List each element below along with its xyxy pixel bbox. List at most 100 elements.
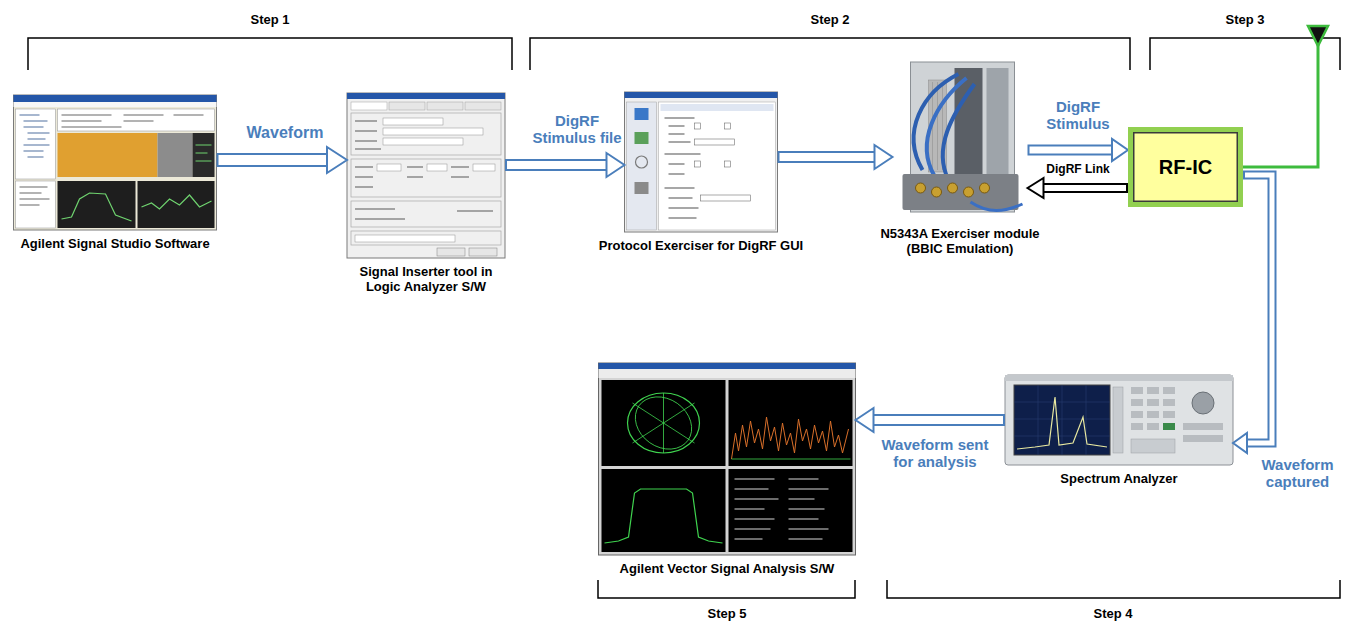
software-screenshot-part — [58, 133, 158, 177]
dialog-screenshot — [347, 93, 505, 258]
gui-screenshot-part — [701, 195, 751, 201]
analysis-screenshot-part — [599, 363, 856, 369]
software-screenshot-part — [20, 115, 50, 157]
picture-area — [599, 363, 856, 555]
dialog-screenshot-part — [351, 102, 387, 110]
picture-area — [347, 93, 505, 258]
arrow-head — [875, 145, 893, 169]
exerciser-module-photo-part — [932, 187, 942, 197]
arrow-shaft-fill — [1245, 175, 1272, 443]
arrow-label: DigRF Stimulus — [1033, 98, 1123, 132]
arrow-shaft-fill — [507, 161, 607, 169]
analysis-screenshot-part — [599, 369, 856, 378]
gui-screenshot-part — [695, 139, 735, 145]
block-arrow — [505, 153, 625, 177]
step-label: Step 4 — [1093, 606, 1132, 621]
picture-area — [893, 62, 1028, 220]
gui-screenshot-part — [661, 104, 774, 111]
spectrum-analyzer-picture-part — [1014, 385, 1110, 455]
block-arrow — [1233, 175, 1272, 453]
software-screenshot-part — [14, 102, 217, 107]
analysis-screenshot-part — [732, 459, 851, 460]
exerciser-module-photo-part — [927, 78, 967, 176]
arrow-shaft — [874, 414, 1006, 426]
analysis-screenshot-part — [625, 386, 702, 460]
spectrum-analyzer-picture-part — [1131, 387, 1143, 394]
gui-screenshot-part — [635, 132, 649, 144]
arrow-label: Waveform — [230, 124, 340, 142]
analysis-screenshot-part — [602, 469, 726, 552]
picture-area — [14, 95, 217, 230]
gui-screenshot-part — [665, 118, 701, 218]
spectrum-analyzer-picture-part — [1163, 399, 1175, 406]
spectrum-analyzer-picture-part — [1005, 375, 1233, 381]
arrow-shaft-fill — [874, 416, 1004, 424]
spectrum-analyzer-picture-part — [1163, 411, 1175, 418]
dialog-screenshot-part — [465, 102, 501, 110]
arrow-head — [1233, 433, 1247, 453]
dialog-screenshot-part — [355, 235, 455, 242]
dialog-screenshot-part — [383, 128, 483, 135]
software-screenshot — [14, 95, 217, 230]
chip-box: RF-IC — [1128, 127, 1243, 207]
arrow-shaft — [1044, 183, 1129, 193]
analysis-screenshot-part — [628, 393, 700, 453]
dialog-screenshot-part — [351, 201, 501, 227]
software-node: Signal Inserter tool in Logic Analyzer S… — [347, 93, 505, 294]
caption: Agilent Vector Signal Analysis S/W — [596, 561, 858, 576]
caption: Spectrum Analyzer — [1039, 471, 1199, 486]
chip-label: RF-IC — [1159, 155, 1212, 179]
picture-area — [1005, 375, 1233, 465]
exerciser-module-photo-part — [987, 68, 1009, 178]
spectrum-analyzer-picture-part — [1147, 399, 1159, 406]
spectrum-analyzer-picture-part — [1014, 385, 1110, 455]
arrow-head — [607, 153, 625, 177]
arrow-label: Waveform captured — [1250, 456, 1345, 490]
dialog-screenshot-part — [347, 93, 505, 258]
gui-screenshot-part — [625, 92, 778, 232]
spectrum-analyzer-picture-part — [1147, 411, 1159, 418]
arrow-shaft-fill — [219, 155, 328, 165]
arrow-shaft — [505, 159, 607, 171]
antenna-symbol-part — [1243, 44, 1318, 167]
caption: Agilent Signal Studio Software — [5, 236, 225, 251]
gui-screenshot-part — [695, 161, 701, 167]
exerciser-module-photo-part — [964, 187, 974, 197]
gui-screenshot-part — [625, 92, 778, 98]
dialog-screenshot-part — [437, 248, 465, 256]
gui-screenshot-part — [659, 102, 776, 230]
block-arrow — [856, 408, 1006, 432]
arrow-shaft — [1243, 175, 1272, 443]
dialog-screenshot-part — [355, 167, 469, 187]
software-screenshot-part — [62, 193, 132, 221]
arrow-shaft — [217, 153, 328, 167]
step-bracket — [28, 38, 1340, 598]
dialog-screenshot-part — [351, 159, 501, 197]
dialog-screenshot-part — [347, 93, 505, 99]
block-arrow — [778, 145, 893, 169]
arrow-label: Waveform sent for analysis — [870, 436, 1000, 470]
antenna-symbol — [1243, 26, 1328, 167]
software-screenshot-part — [14, 95, 217, 230]
spectrum-analyzer-picture-part — [1113, 387, 1123, 453]
spectrum-analyzer-picture-part — [1183, 435, 1223, 442]
arrow-label: DigRF Stimulus file — [527, 112, 627, 146]
gui-screenshot-part — [635, 182, 649, 194]
gui-screenshot — [625, 92, 778, 232]
software-screenshot-part — [193, 133, 215, 177]
spectrum-analyzer-picture-part — [1192, 392, 1214, 414]
software-node: Agilent Signal Studio Software — [5, 95, 225, 251]
analysis-screenshot-part — [633, 393, 695, 453]
arrow-head — [327, 147, 347, 173]
antenna-symbol-part — [1308, 26, 1328, 46]
dialog-screenshot-part — [377, 164, 401, 171]
spectrum-analyzer-picture-part — [1147, 423, 1159, 430]
step-label: Step 2 — [810, 12, 849, 27]
software-node: Protocol Exerciser for DigRF GUI — [584, 92, 819, 253]
software-screenshot-part — [20, 187, 50, 205]
dialog-screenshot-part — [383, 118, 443, 125]
picture-area — [625, 92, 778, 232]
